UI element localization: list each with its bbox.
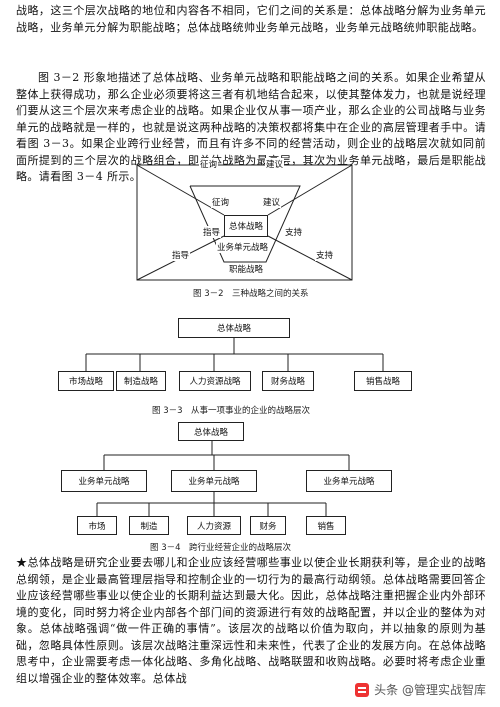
fig4-box-hr: 人力资源 <box>187 516 241 535</box>
fig2-label-jianyi-outer: 建议 <box>265 158 285 170</box>
fig3-box-finance: 财务战略 <box>262 371 314 391</box>
fig2-label-functional: 职能战略 <box>228 263 265 275</box>
toutiao-logo-icon <box>355 682 370 697</box>
fig3-caption: 图 3－3 从事一项事业的企业的战略层次 <box>152 406 311 416</box>
fig3-box-top: 总体战略 <box>178 318 290 338</box>
fig2-outer-frame <box>136 164 353 281</box>
fig2-label-jianyi-inner: 建议 <box>262 196 282 208</box>
fig2-diag-br <box>267 235 353 281</box>
fig2-diag-tl <box>136 164 225 216</box>
paragraph-figure-description: 图 3－2 形象地描述了总体战略、业务单元战略和职能战略之间的关系。如果企业希望… <box>16 71 486 183</box>
fig2-box-total: 总体战略 <box>224 215 268 237</box>
fig4-box-top: 总体战略 <box>178 422 244 441</box>
fig4-box-business-1: 业务单元战略 <box>61 470 147 492</box>
fig4-box-finance: 财务 <box>250 516 286 535</box>
watermark-text: 头条 @管理实战智库 <box>374 683 486 697</box>
fig4-box-sales: 销售 <box>306 516 346 535</box>
fig3-box-sales: 销售战略 <box>354 371 412 391</box>
fig2-label-zhichi-inner: 支持 <box>284 226 304 238</box>
fig2-label-zhichi-outer: 支持 <box>315 249 335 261</box>
fig4-box-market: 市场 <box>77 516 117 535</box>
paragraph-total-strategy: ★总体战略是研究企业要去哪儿和企业应该经营哪些事业以使企业长期获利等，是企业的战… <box>16 556 486 685</box>
paragraph-intro: 战略，这三个层次战略的地位和内容各不相同，它们之间的关系是：总体战略分解为业务单… <box>16 4 486 34</box>
fig4-box-business-3: 业务单元战略 <box>306 470 392 492</box>
watermark: 头条 @管理实战智库 <box>350 680 490 699</box>
fig4-caption: 图 3－4 跨行业经营企业的战略层次 <box>150 543 292 553</box>
fig2-label-business: 业务单元战略 <box>216 241 270 253</box>
fig2-label-zhidao-outer: 指导 <box>171 249 191 261</box>
fig2-caption: 图 3－2 三种战略之间的关系 <box>193 289 309 299</box>
fig3-box-manufacturing: 制造战略 <box>116 371 166 391</box>
fig2-label-zhengxun-inner: 征询 <box>211 196 231 208</box>
fig4-box-manufacturing: 制造 <box>129 516 169 535</box>
fig2-diag-tr <box>267 164 353 216</box>
fig4-box-business-2: 业务单元战略 <box>171 470 257 492</box>
fig3-box-hr: 人力资源战略 <box>179 371 251 391</box>
fig2-label-zhidao-inner: 指导 <box>202 226 222 238</box>
fig3-box-market: 市场战略 <box>58 371 114 391</box>
fig2-label-zhengxun-outer: 征询 <box>199 158 219 170</box>
